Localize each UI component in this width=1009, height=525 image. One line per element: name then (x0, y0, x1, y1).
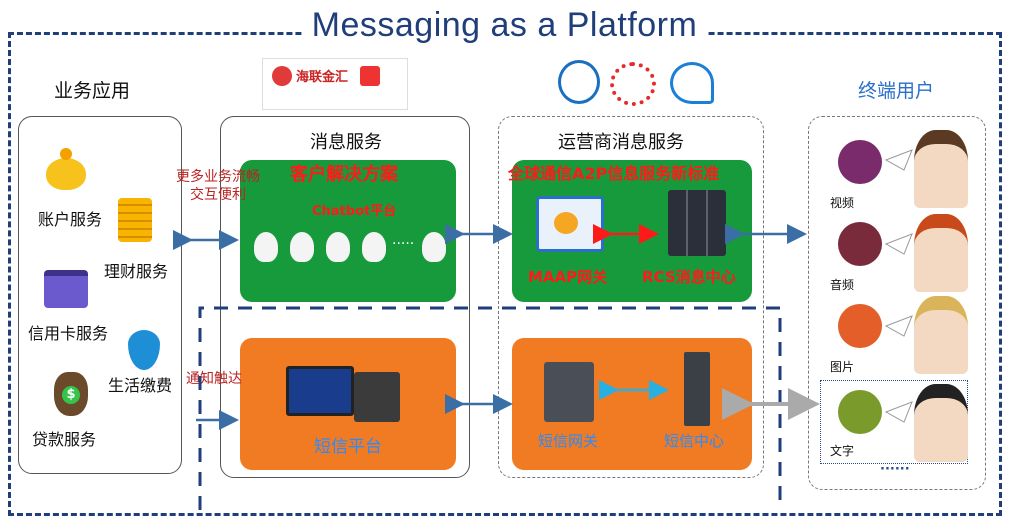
end-users-ellipsis: ······ (880, 462, 910, 477)
video-icon (838, 140, 882, 184)
ump-logo-icon (360, 66, 380, 86)
left-item-account: 账户服务 (38, 210, 103, 229)
china-telecom-logo-icon (670, 62, 714, 104)
message-service-heading: 消息服务 (310, 132, 382, 153)
server-tower-icon (354, 372, 400, 422)
china-unicom-logo-icon (610, 62, 656, 106)
sms-center-label: 短信中心 (664, 432, 725, 450)
coin-icon (60, 148, 72, 160)
gold-coins-icon (118, 198, 152, 242)
server-rack-icon (668, 190, 726, 256)
monitor-icon (286, 366, 354, 416)
gateway-server-icon (544, 362, 594, 422)
chatbot-label: Chatbot平台 (312, 204, 397, 219)
a2p-standard-label: 全球通信A2P信息服务新标准 (508, 164, 720, 183)
robot-icon (326, 232, 350, 262)
left-item-utilities: 生活缴费 (108, 376, 173, 395)
partner-logo-icon (272, 66, 292, 86)
more-business-label: 更多业务流畅 交互便利 (176, 169, 260, 203)
maap-gateway-label: MAAP网关 (528, 268, 608, 286)
image-icon (838, 304, 882, 348)
page-title: Messaging as a Platform (0, 6, 1009, 45)
text-icon (838, 390, 882, 434)
drop-icon (128, 330, 160, 370)
left-item-wealth: 理财服务 (104, 262, 169, 281)
china-mobile-logo-icon (558, 60, 600, 104)
robot-icon (254, 232, 278, 262)
robot-icon (422, 232, 446, 262)
end-users-heading: 终端用户 (858, 80, 935, 102)
dollar-sign-icon: $ (62, 386, 80, 404)
end-user-image: 图片 (830, 360, 855, 374)
center-server-icon (684, 352, 710, 426)
user-avatar-icon (914, 296, 968, 374)
robot-icon (290, 232, 314, 262)
credit-card-icon (44, 270, 88, 308)
audio-icon (838, 222, 882, 266)
rcs-center-label: RCS消息中心 (642, 268, 736, 286)
user-avatar-icon (914, 130, 968, 208)
user-avatar-icon (914, 214, 968, 292)
partner-logo-text: 海联金汇 (296, 70, 349, 85)
end-user-audio: 音频 (830, 278, 855, 292)
left-heading: 业务应用 (54, 80, 131, 102)
left-item-loan: 贷款服务 (32, 430, 97, 449)
end-user-video: 视频 (830, 196, 855, 210)
piggy-bank-icon (46, 158, 86, 190)
mail-circle-icon (554, 212, 578, 234)
chatbot-green-box (240, 160, 456, 302)
sms-gateway-label: 短信网关 (538, 432, 599, 450)
carrier-service-heading: 运营商消息服务 (558, 132, 684, 153)
sms-dashed-frame (198, 306, 782, 510)
end-user-text: 文字 (830, 444, 855, 458)
user-avatar-icon (914, 384, 968, 462)
left-item-credit-card: 信用卡服务 (28, 324, 109, 343)
robot-icon (362, 232, 386, 262)
robot-ellipsis: ····· (392, 236, 415, 252)
solution-label: 客户解决方案 (290, 164, 398, 185)
sms-platform-label: 短信平台 (314, 437, 382, 457)
